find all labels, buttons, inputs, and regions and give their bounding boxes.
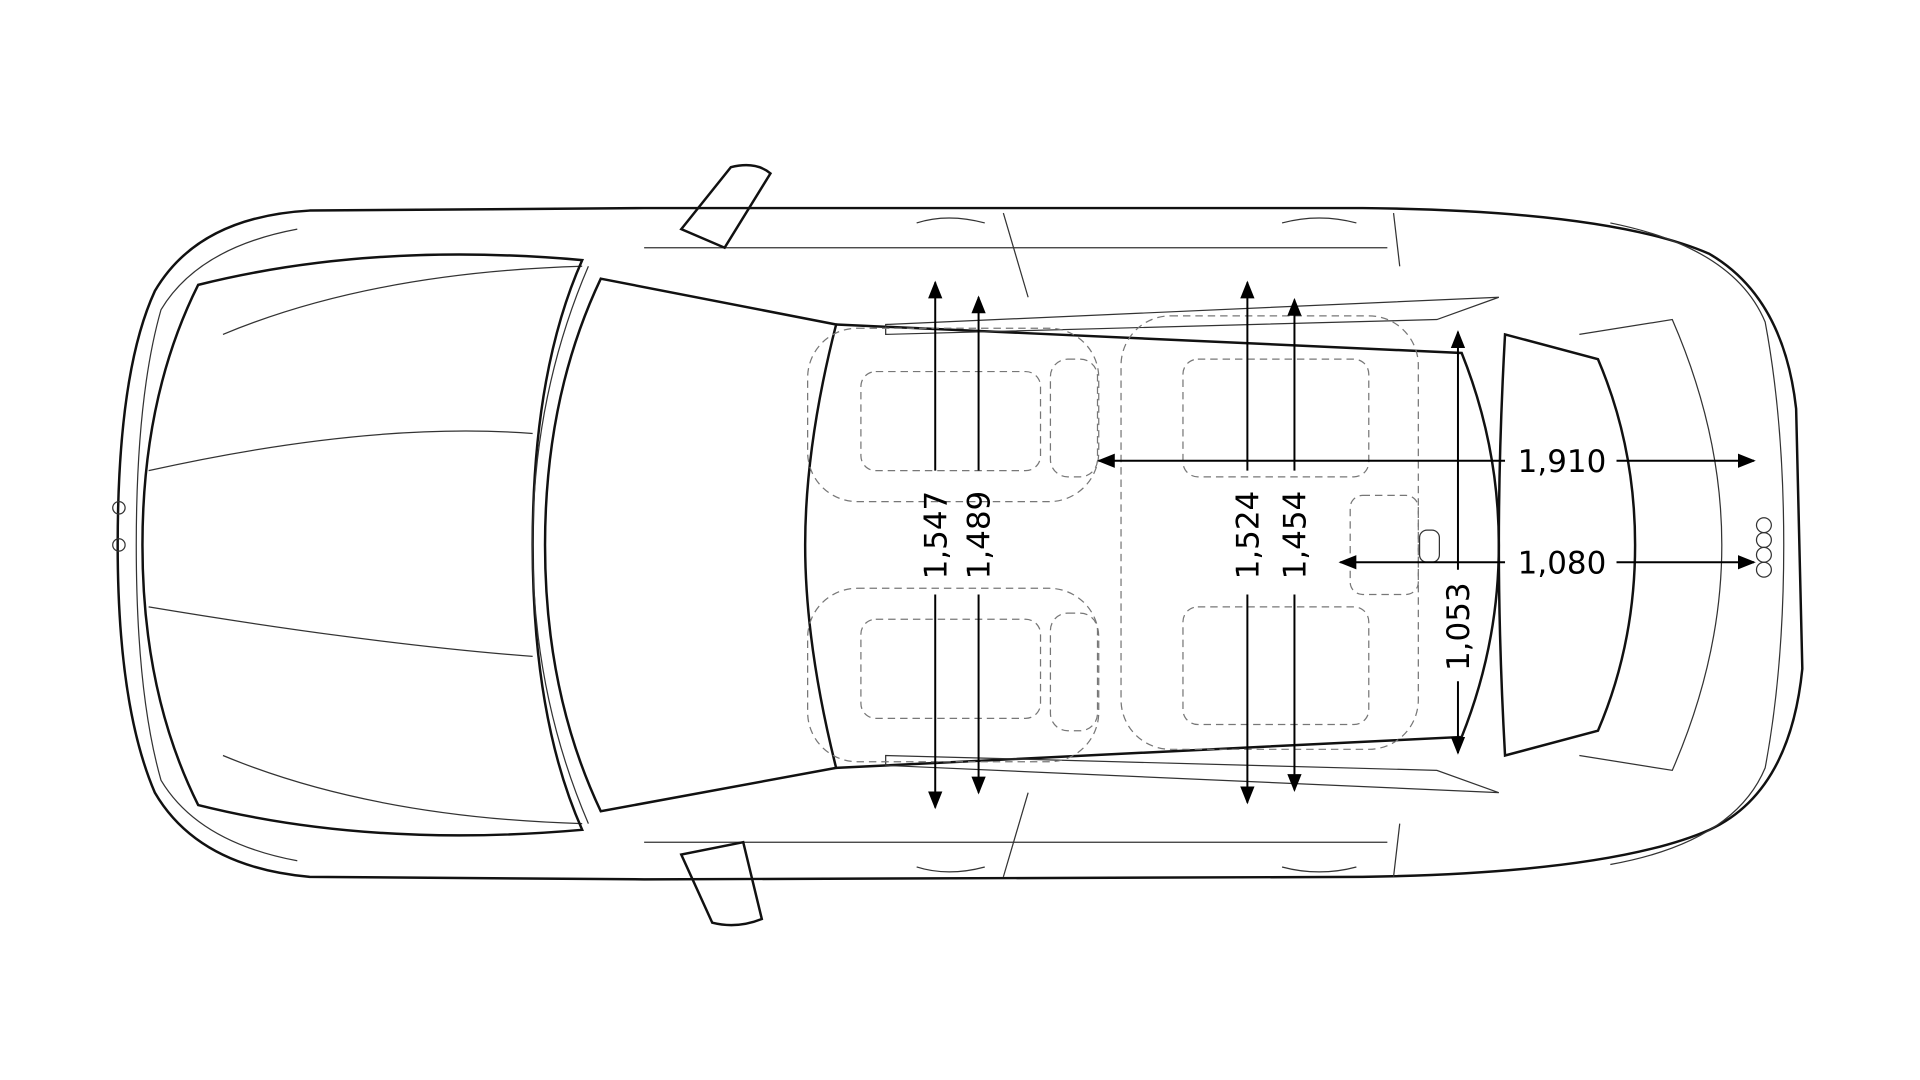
brand-logo (112, 500, 1772, 578)
dimension-load-length: 1,080 (1338, 545, 1756, 581)
dimension-load-width: 1,053 (1441, 330, 1477, 755)
dimension-front-shoulder: 1,547 (918, 280, 954, 810)
dim-label-1910: 1,910 (1518, 444, 1607, 480)
mirror-right (679, 840, 764, 927)
seats-dashed (807, 315, 1440, 763)
dimension-front-elbow: 1,489 (962, 295, 998, 795)
rear-window (1497, 318, 1723, 772)
door-handles (916, 212, 1401, 878)
dimension-rear-shoulder: 1,524 (1231, 280, 1267, 805)
windshield (532, 266, 838, 824)
mirror-left (679, 163, 773, 250)
hood (141, 253, 585, 837)
dim-label-1524: 1,524 (1231, 491, 1267, 580)
dimension-load-length-max: 1,910 (1096, 444, 1756, 480)
dim-label-1547: 1,547 (918, 491, 954, 580)
dim-label-1454: 1,454 (1278, 491, 1314, 580)
dimension-rear-elbow: 1,454 (1278, 297, 1314, 792)
car-body-outline (116, 206, 1804, 881)
dim-label-1080: 1,080 (1518, 545, 1607, 581)
dim-label-1489: 1,489 (962, 491, 998, 580)
dim-label-1053: 1,053 (1441, 582, 1477, 671)
